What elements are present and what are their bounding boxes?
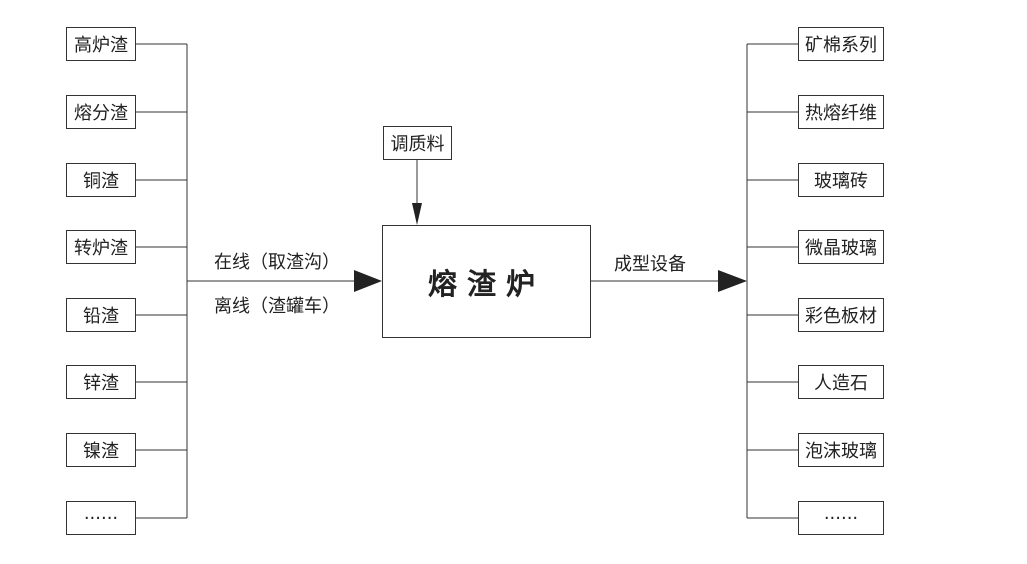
output-box-hot-melt-fiber: 热熔纤维 [798, 95, 884, 129]
online-label: 在线（取渣沟） [214, 252, 340, 273]
output-box-artificial-stone: 人造石 [798, 365, 884, 399]
input-box-copper-slag: 铜渣 [66, 163, 136, 197]
input-box-lead-slag: 铅渣 [66, 298, 136, 332]
input-box-smelting-separation-slag: 熔分渣 [66, 95, 136, 129]
forming-equipment-label: 成型设备 [614, 254, 686, 275]
output-box-mineral-wool: 矿棉系列 [798, 27, 884, 61]
input-box-more: ······ [66, 501, 136, 535]
output-box-foam-glass: 泡沫玻璃 [798, 433, 884, 467]
output-box-glass-brick: 玻璃砖 [798, 163, 884, 197]
additive-box: 调质料 [383, 126, 452, 160]
output-box-glass-ceramic: 微晶玻璃 [798, 230, 884, 264]
input-box-nickel-slag: 镍渣 [66, 433, 136, 467]
output-arrowhead [718, 270, 747, 292]
offline-label: 离线（渣罐车） [214, 296, 340, 317]
input-box-blast-furnace-slag: 高炉渣 [66, 27, 136, 61]
input-arrowhead [354, 270, 382, 292]
input-box-zinc-slag: 锌渣 [66, 365, 136, 399]
input-box-converter-slag: 转炉渣 [66, 230, 136, 264]
output-box-colored-panel: 彩色板材 [798, 298, 884, 332]
additive-arrowhead [412, 203, 422, 225]
slag-furnace-box: 熔渣炉 [382, 225, 591, 338]
output-box-more: ······ [798, 501, 884, 535]
